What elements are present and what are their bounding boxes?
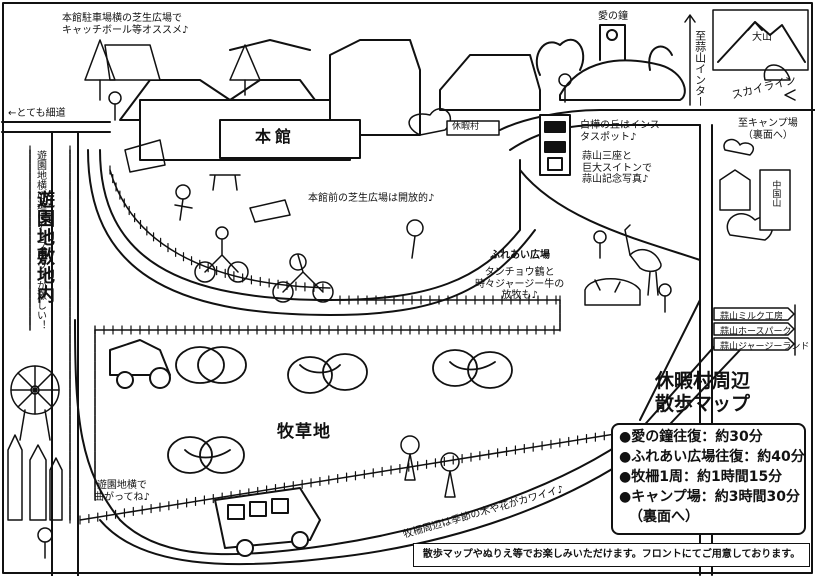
left-road [1, 121, 111, 576]
legend-fureai: ●ふれあい広場往復：約40分 [619, 449, 805, 465]
loop-path [74, 149, 741, 566]
daisen-label: 大山 [752, 32, 772, 43]
direction-signpost [713, 304, 796, 356]
castle [7, 434, 63, 521]
post-sign-label: 中国山 [770, 180, 781, 207]
fences [29, 149, 641, 521]
lawn-open-label: 本館前の芝生広場は開放的♪ [308, 193, 435, 204]
pasture-label: 牧草地 [277, 422, 331, 442]
legend-camp: ●キャンプ場：約3時間30分 [619, 489, 801, 505]
fureai-label: ふれあい広場 [490, 250, 550, 261]
cow [584, 278, 641, 306]
parking-lawn-label: 本館駐車場横の芝生広場で キャッチボール等オススメ♪ [62, 13, 189, 36]
legend-box: ●愛の鐘往復：約30分 ●ふれあい広場往復：約40分 ●牧柵1周：約1時間15分… [611, 423, 806, 535]
crane-cow-label: タンチョウ鶴と 時々ジャージー牛の 放牧も♪ [475, 267, 565, 301]
ferris-wheel [10, 365, 60, 441]
sanza-photo-label: 蒜山三座と 巨大スイトンで 蒜山記念写真♪ [582, 151, 652, 185]
totem-pole [539, 114, 571, 176]
sign-milk: 蒜山ミルク工房 [720, 312, 784, 322]
narrow-road-label: ←とても細道 [8, 108, 66, 119]
camp-gate [719, 138, 791, 231]
to-interchange-label: 至蒜山インター [693, 30, 707, 107]
legend-camp-note: （裏面へ） [629, 509, 699, 525]
fence-ticks [29, 145, 641, 525]
main-building-drawing [104, 39, 541, 161]
main-building-label: 本館 [255, 127, 296, 146]
kyukamura-sign-label: 休暇村 [452, 122, 480, 132]
kyukamura-board [446, 120, 500, 136]
bell-label: 愛の鐘 [598, 11, 628, 22]
map-title: 休暇村周辺 散歩マップ [655, 370, 751, 415]
bell-hill [535, 24, 686, 101]
picnic [124, 139, 291, 223]
trees [84, 39, 791, 241]
tractor [109, 339, 171, 389]
legend-fence-loop: ●牧柵1周：約1時間15分 [619, 469, 783, 485]
to-camp-label: 至キャンプ場 （裏面へ） [738, 118, 798, 141]
amusement-road-label: 遊園地横の道はアップダウンが激しい！ [34, 150, 46, 330]
sign-jersey-land: 蒜山ジャージーランド [720, 342, 810, 352]
people [37, 73, 672, 559]
shirakaba-label: 白樺の丘はインス タスポット♪ [580, 120, 660, 143]
bus [214, 487, 321, 557]
sign-horse-park: 蒜山ホースパーク [720, 327, 792, 337]
turn-here-label: 遊園地横で 曲がってね♪ [94, 480, 150, 503]
footer-note: 散歩マップやぬりえ等でお楽しみいただけます。フロントにてご用意しております。 [413, 543, 810, 567]
hay-bales [167, 346, 513, 474]
daisen-mountain [712, 9, 809, 71]
crane-bird [624, 224, 662, 296]
amusement-site-label: 遊園地敷地内 [34, 190, 55, 304]
cyclists [194, 226, 334, 303]
legend-bell: ●愛の鐘往復：約30分 [619, 429, 763, 445]
arrows [684, 14, 796, 106]
